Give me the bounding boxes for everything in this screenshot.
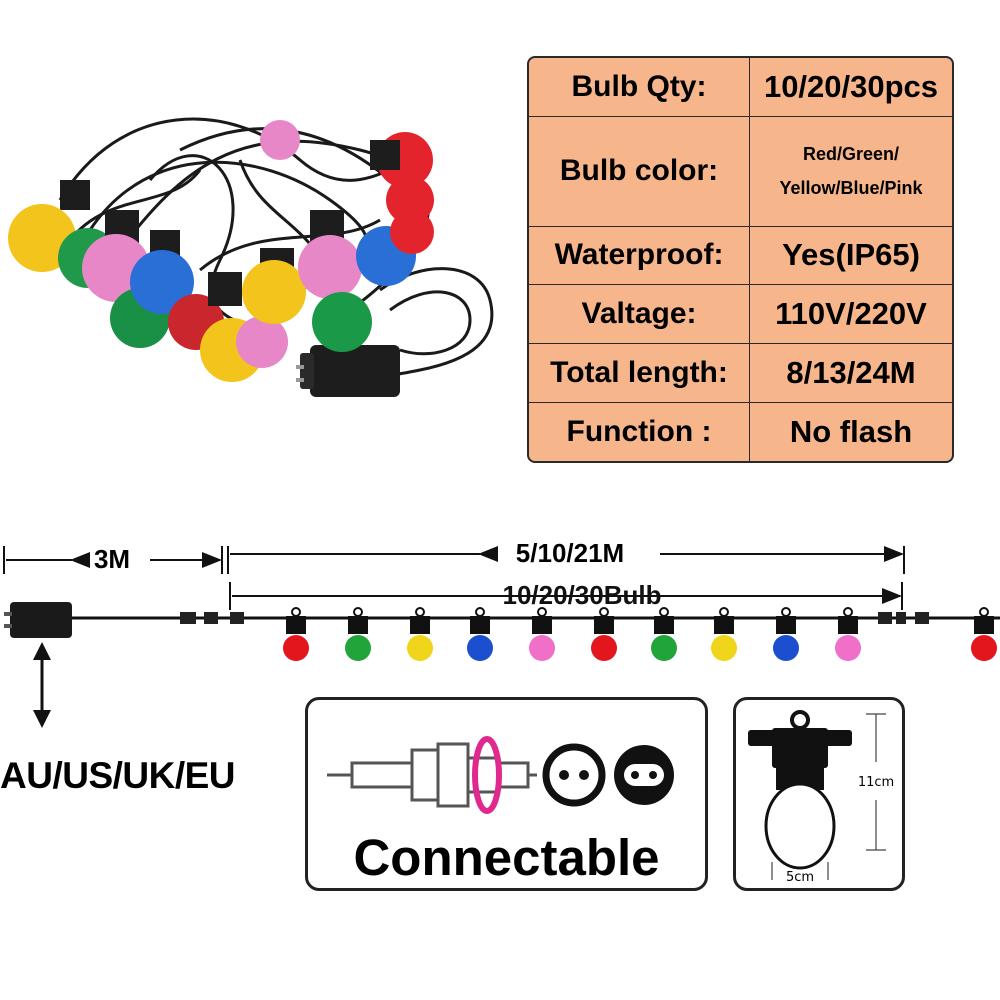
spec-label: Bulb color: — [529, 115, 750, 227]
spec-label: Total length: — [529, 343, 750, 404]
string-length-label: 5/10/21M — [516, 538, 624, 568]
lead-length-label: 3M — [94, 544, 130, 574]
spec-row: Valtage: 110V/220V — [529, 284, 952, 345]
spec-value: 10/20/30pcs — [749, 58, 952, 117]
spec-label: Bulb Qty: — [529, 58, 750, 117]
spec-row: Function : No flash — [529, 402, 952, 461]
string-bulb — [283, 607, 309, 661]
bulb-string — [283, 607, 997, 661]
spec-row: Total length: 8/13/24M — [529, 343, 952, 404]
bulb-width-label: 5cm — [786, 870, 814, 885]
length-diagram: 3M 5/10/21M 10/20/30Bulb — [3, 538, 1000, 661]
string-bulb — [971, 607, 997, 661]
spec-value: 110V/220V — [749, 284, 952, 345]
spec-label: Waterproof: — [529, 225, 750, 286]
bulb-count-dimension: 10/20/30Bulb — [229, 580, 903, 610]
string-bulb — [345, 607, 371, 661]
spec-value: No flash — [749, 402, 952, 461]
connectable-label: Connectable — [353, 829, 660, 886]
spec-table: Bulb Qty: 10/20/30pcs Bulb color: Red/Gr… — [527, 56, 954, 463]
string-bulb — [711, 607, 737, 661]
string-bulb — [467, 607, 493, 661]
string-bulb — [835, 607, 861, 661]
up-down-arrow-icon — [33, 642, 51, 728]
string-dimension: 5/10/21M — [227, 538, 905, 574]
bulb-height-label: 11cm — [858, 775, 894, 790]
spec-row: Bulb color: Red/Green/ Yellow/Blue/Pink — [529, 115, 952, 227]
spec-label: Function : — [529, 402, 750, 461]
string-bulb — [407, 607, 433, 661]
spec-label: Valtage: — [529, 284, 750, 345]
string-bulb — [773, 607, 799, 661]
spec-value: Yes(IP65) — [749, 225, 952, 286]
power-adapter — [4, 602, 72, 638]
spec-value: Red/Green/ Yellow/Blue/Pink — [749, 115, 952, 227]
spec-value-line: Red/Green/ — [802, 144, 900, 165]
bulb-dimension-illustration: 11cm 5cm — [748, 710, 894, 885]
spec-row: Bulb Qty: 10/20/30pcs — [529, 58, 952, 117]
spec-value: 8/13/24M — [749, 343, 952, 404]
bulb-size-panel: 11cm 5cm — [733, 697, 905, 891]
bulb-count-label: 10/20/30Bulb — [503, 580, 662, 610]
lead-dimension: 3M — [3, 544, 223, 574]
string-bulb — [529, 607, 555, 661]
string-bulb — [591, 607, 617, 661]
connectable-panel: Connectable — [305, 697, 708, 891]
spec-value-line: Yellow/Blue/Pink — [779, 178, 923, 199]
connector-illustration — [327, 736, 674, 814]
product-photo — [8, 117, 494, 397]
spec-row: Waterproof: Yes(IP65) — [529, 225, 952, 286]
plug-types-label: AU/US/UK/EU — [0, 755, 236, 796]
string-bulb — [651, 607, 677, 661]
